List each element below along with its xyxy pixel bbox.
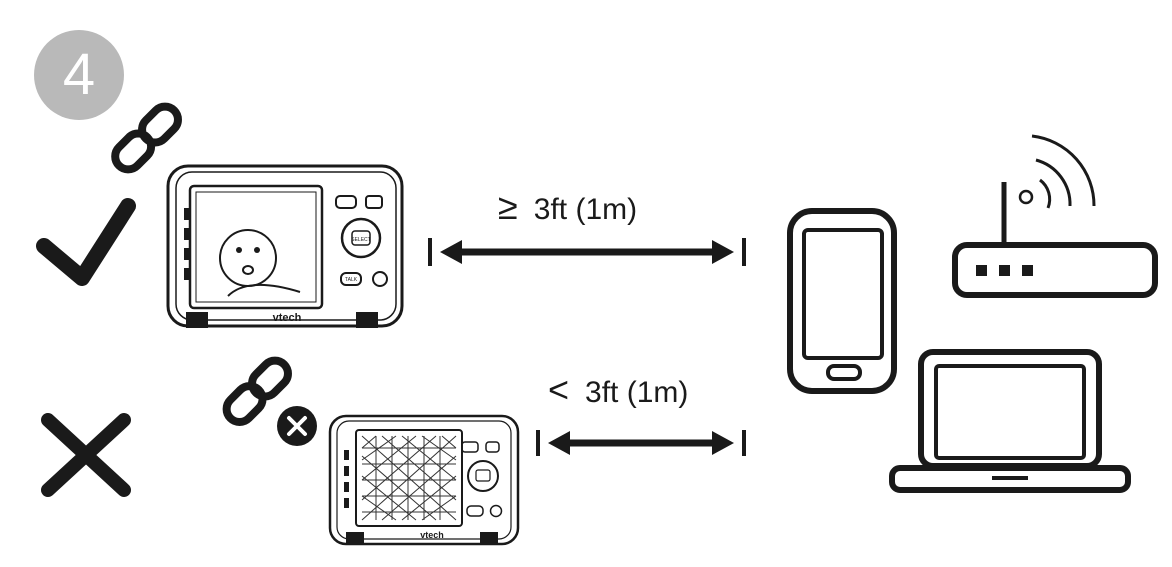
baby-face-image <box>219 229 301 297</box>
greater-equal-symbol: ≥ <box>498 186 518 227</box>
distance-value-bottom: 3ft (1m) <box>585 376 689 409</box>
chain-link-icon <box>111 102 182 174</box>
monitor-brand-logo-small: vtech <box>420 530 444 540</box>
less-than-symbol: < <box>548 369 570 410</box>
talk-button-label: TALK <box>345 277 358 283</box>
step-number: 4 <box>62 42 96 107</box>
distance-label-top: ≥3ft (1m) <box>498 186 637 228</box>
step-badge: 4 <box>34 30 124 120</box>
select-button-label: SELECT <box>351 237 370 243</box>
distance-arrow-top <box>428 238 746 266</box>
distance-arrow-bottom <box>536 430 746 456</box>
wifi-router-icon <box>952 134 1158 298</box>
checkmark-icon <box>36 198 136 286</box>
chain-link-broken-icon <box>222 356 317 446</box>
distance-value-top: 3ft (1m) <box>533 193 638 226</box>
distance-label-bottom: <3ft (1m) <box>548 369 688 411</box>
laptop-icon <box>889 349 1131 493</box>
baby-monitor-top: SELECT TALK vtech <box>166 164 404 328</box>
static-noise-screen <box>361 435 457 521</box>
smartphone-icon <box>787 208 897 394</box>
baby-monitor-bottom: vtech <box>328 414 520 546</box>
cross-icon <box>41 413 131 497</box>
monitor-brand-logo: vtech <box>273 312 302 324</box>
